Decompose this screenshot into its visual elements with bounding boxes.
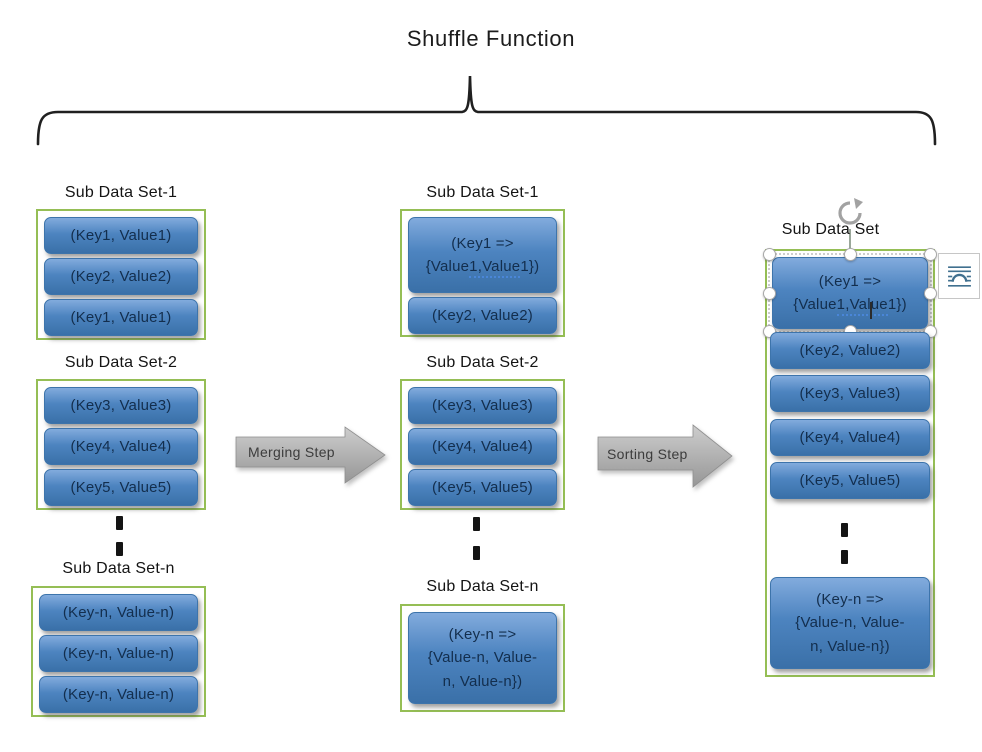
subset-label[interactable]: Sub Data Set-1: [426, 184, 539, 201]
layout-options-icon: [947, 265, 971, 287]
kv-pair-text: (Key4, Value4): [432, 438, 533, 455]
text-segment: 1}): [520, 258, 540, 275]
kv-pair-shape[interactable]: (Key3, Value3): [770, 375, 930, 412]
kv-pair-shape[interactable]: (Key-n, Value-n): [39, 594, 198, 631]
text-line: n, Value-n}): [810, 637, 890, 655]
page-title[interactable]: Shuffle Function: [406, 26, 576, 51]
kv-pair-shape[interactable]: (Key2, Value2): [44, 258, 198, 295]
kv-pair-shape[interactable]: (Key5, Value5): [44, 469, 198, 506]
kv-pair-text: (Key-n, Value-n): [62, 645, 175, 662]
kv-pair-shape[interactable]: (Key5, Value5): [770, 462, 930, 499]
selection-handle-e[interactable]: [924, 287, 937, 300]
subset-group-box[interactable]: (Key3, Value3) (Key4, Value4) (Key5, Val…: [400, 379, 565, 510]
kv-pair-shape[interactable]: (Key4, Value4): [44, 428, 198, 465]
kv-merged-shape[interactable]: (Key-n => {Value-n, Value- n, Value-n}): [770, 577, 930, 669]
rotate-handle-line: [849, 229, 851, 254]
kv-merged-shape[interactable]: (Key1 => {Value1,Value1}): [408, 217, 557, 293]
misspelled-segment: 1,Value: [836, 296, 888, 316]
kv-pair-text: (Key3, Value3): [70, 397, 172, 414]
text-line: n, Value-n}): [442, 672, 523, 690]
rotate-handle-icon[interactable]: [832, 195, 868, 231]
subset-label[interactable]: Sub Data Set-n: [62, 560, 175, 577]
sorting-step-label: Sorting Step: [607, 446, 688, 462]
kv-pair-text: (Key2, Value2): [432, 307, 533, 324]
ellipsis-connector-dash[interactable]: [473, 517, 480, 531]
text-segment: {Value: [425, 258, 470, 275]
text-line: {Value-n, Value-: [427, 649, 538, 667]
kv-pair-shape[interactable]: (Key1, Value1): [44, 299, 198, 336]
kv-pair-shape[interactable]: (Key1, Value1): [44, 217, 198, 254]
misspelled-segment: 1,Value: [469, 258, 521, 278]
kv-pair-shape[interactable]: (Key-n, Value-n): [39, 635, 198, 672]
text-line: (Key1 =>: [451, 234, 514, 252]
layout-options-button[interactable]: [938, 253, 980, 299]
subset-label[interactable]: Sub Data Set-1: [64, 184, 178, 201]
kv-merged-text: (Key-n => {Value-n, Value- n, Value-n}): [795, 588, 904, 658]
merging-step-label: Merging Step: [248, 444, 335, 460]
kv-pair-shape[interactable]: (Key2, Value2): [408, 297, 557, 334]
subset-label[interactable]: Sub Data Set-2: [64, 354, 178, 371]
kv-pair-text: (Key5, Value5): [799, 472, 901, 489]
selected-shape-wrapper[interactable]: (Key1 => {Value1,Value1}): [763, 248, 937, 338]
kv-pair-shape[interactable]: (Key2, Value2): [770, 332, 930, 369]
ellipsis-connector-dash[interactable]: [116, 516, 123, 530]
selection-handle-ne[interactable]: [924, 248, 937, 261]
merging-step-arrow[interactable]: Merging Step: [235, 425, 387, 485]
subset-label[interactable]: Sub Data Set: [781, 221, 880, 238]
kv-pair-shape[interactable]: (Key4, Value4): [408, 428, 557, 465]
subset-group-box[interactable]: (Key1 => {Value1,Value1}) (Key2, Value2): [400, 209, 565, 337]
text-line: (Key-n =>: [448, 626, 517, 644]
ellipsis-connector-dash[interactable]: [116, 542, 123, 556]
kv-merged-text: (Key1 => {Value1,Value1}): [426, 232, 540, 279]
subset-group-box[interactable]: (Key-n => {Value-n, Value- n, Value-n}): [400, 604, 565, 712]
subset-label[interactable]: Sub Data Set-2: [426, 354, 539, 371]
subset-group-box[interactable]: (Key3, Value3) (Key4, Value4) (Key5, Val…: [36, 379, 206, 510]
ellipsis-connector-dash[interactable]: [841, 550, 848, 564]
kv-merged-shape-selected[interactable]: (Key1 => {Value1,Value1}): [772, 257, 928, 329]
kv-pair-shape[interactable]: (Key3, Value3): [408, 387, 557, 424]
kv-pair-text: (Key5, Value5): [432, 479, 533, 496]
kv-pair-text: (Key-n, Value-n): [62, 686, 175, 703]
text-segment: {Value: [793, 296, 837, 313]
selection-handle-nw[interactable]: [763, 248, 776, 261]
text-line: (Key1 =>: [818, 272, 882, 290]
text-line: {Value-n, Value-: [795, 614, 905, 632]
kv-pair-text: (Key4, Value4): [70, 438, 172, 455]
selection-handle-n[interactable]: [844, 248, 857, 261]
kv-pair-text: (Key1, Value1): [70, 227, 172, 244]
kv-merged-text: (Key-n => {Value-n, Value- n, Value-n}): [428, 623, 537, 693]
kv-merged-text: (Key1 => {Value1,Value1}): [793, 270, 907, 317]
subset-group-box[interactable]: (Key1, Value1) (Key2, Value2) (Key1, Val…: [36, 209, 206, 340]
kv-pair-text: (Key4, Value4): [799, 429, 901, 446]
kv-pair-shape[interactable]: (Key5, Value5): [408, 469, 557, 506]
ellipsis-connector-dash[interactable]: [841, 523, 848, 537]
kv-pair-text: (Key-n, Value-n): [62, 604, 175, 621]
selection-handle-w[interactable]: [763, 287, 776, 300]
kv-pair-text: (Key5, Value5): [70, 479, 172, 496]
subset-group-box[interactable]: (Key-n, Value-n) (Key-n, Value-n) (Key-n…: [31, 586, 206, 717]
text-caret: [870, 302, 872, 319]
kv-pair-shape[interactable]: (Key3, Value3): [44, 387, 198, 424]
kv-pair-text: (Key3, Value3): [432, 397, 533, 414]
kv-pair-shape[interactable]: (Key-n, Value-n): [39, 676, 198, 713]
ellipsis-connector-dash[interactable]: [473, 546, 480, 560]
kv-merged-shape[interactable]: (Key-n => {Value-n, Value- n, Value-n}): [408, 612, 557, 704]
subset-label[interactable]: Sub Data Set-n: [426, 578, 539, 595]
kv-pair-text: (Key3, Value3): [799, 385, 901, 402]
text-line: (Key-n =>: [816, 591, 884, 609]
kv-pair-text: (Key2, Value2): [799, 342, 901, 359]
kv-pair-text: (Key2, Value2): [70, 268, 172, 285]
kv-pair-text: (Key1, Value1): [70, 309, 172, 326]
kv-pair-shape[interactable]: (Key4, Value4): [770, 419, 930, 456]
sorting-step-arrow[interactable]: Sorting Step: [597, 423, 737, 489]
text-segment: 1}): [887, 296, 907, 313]
